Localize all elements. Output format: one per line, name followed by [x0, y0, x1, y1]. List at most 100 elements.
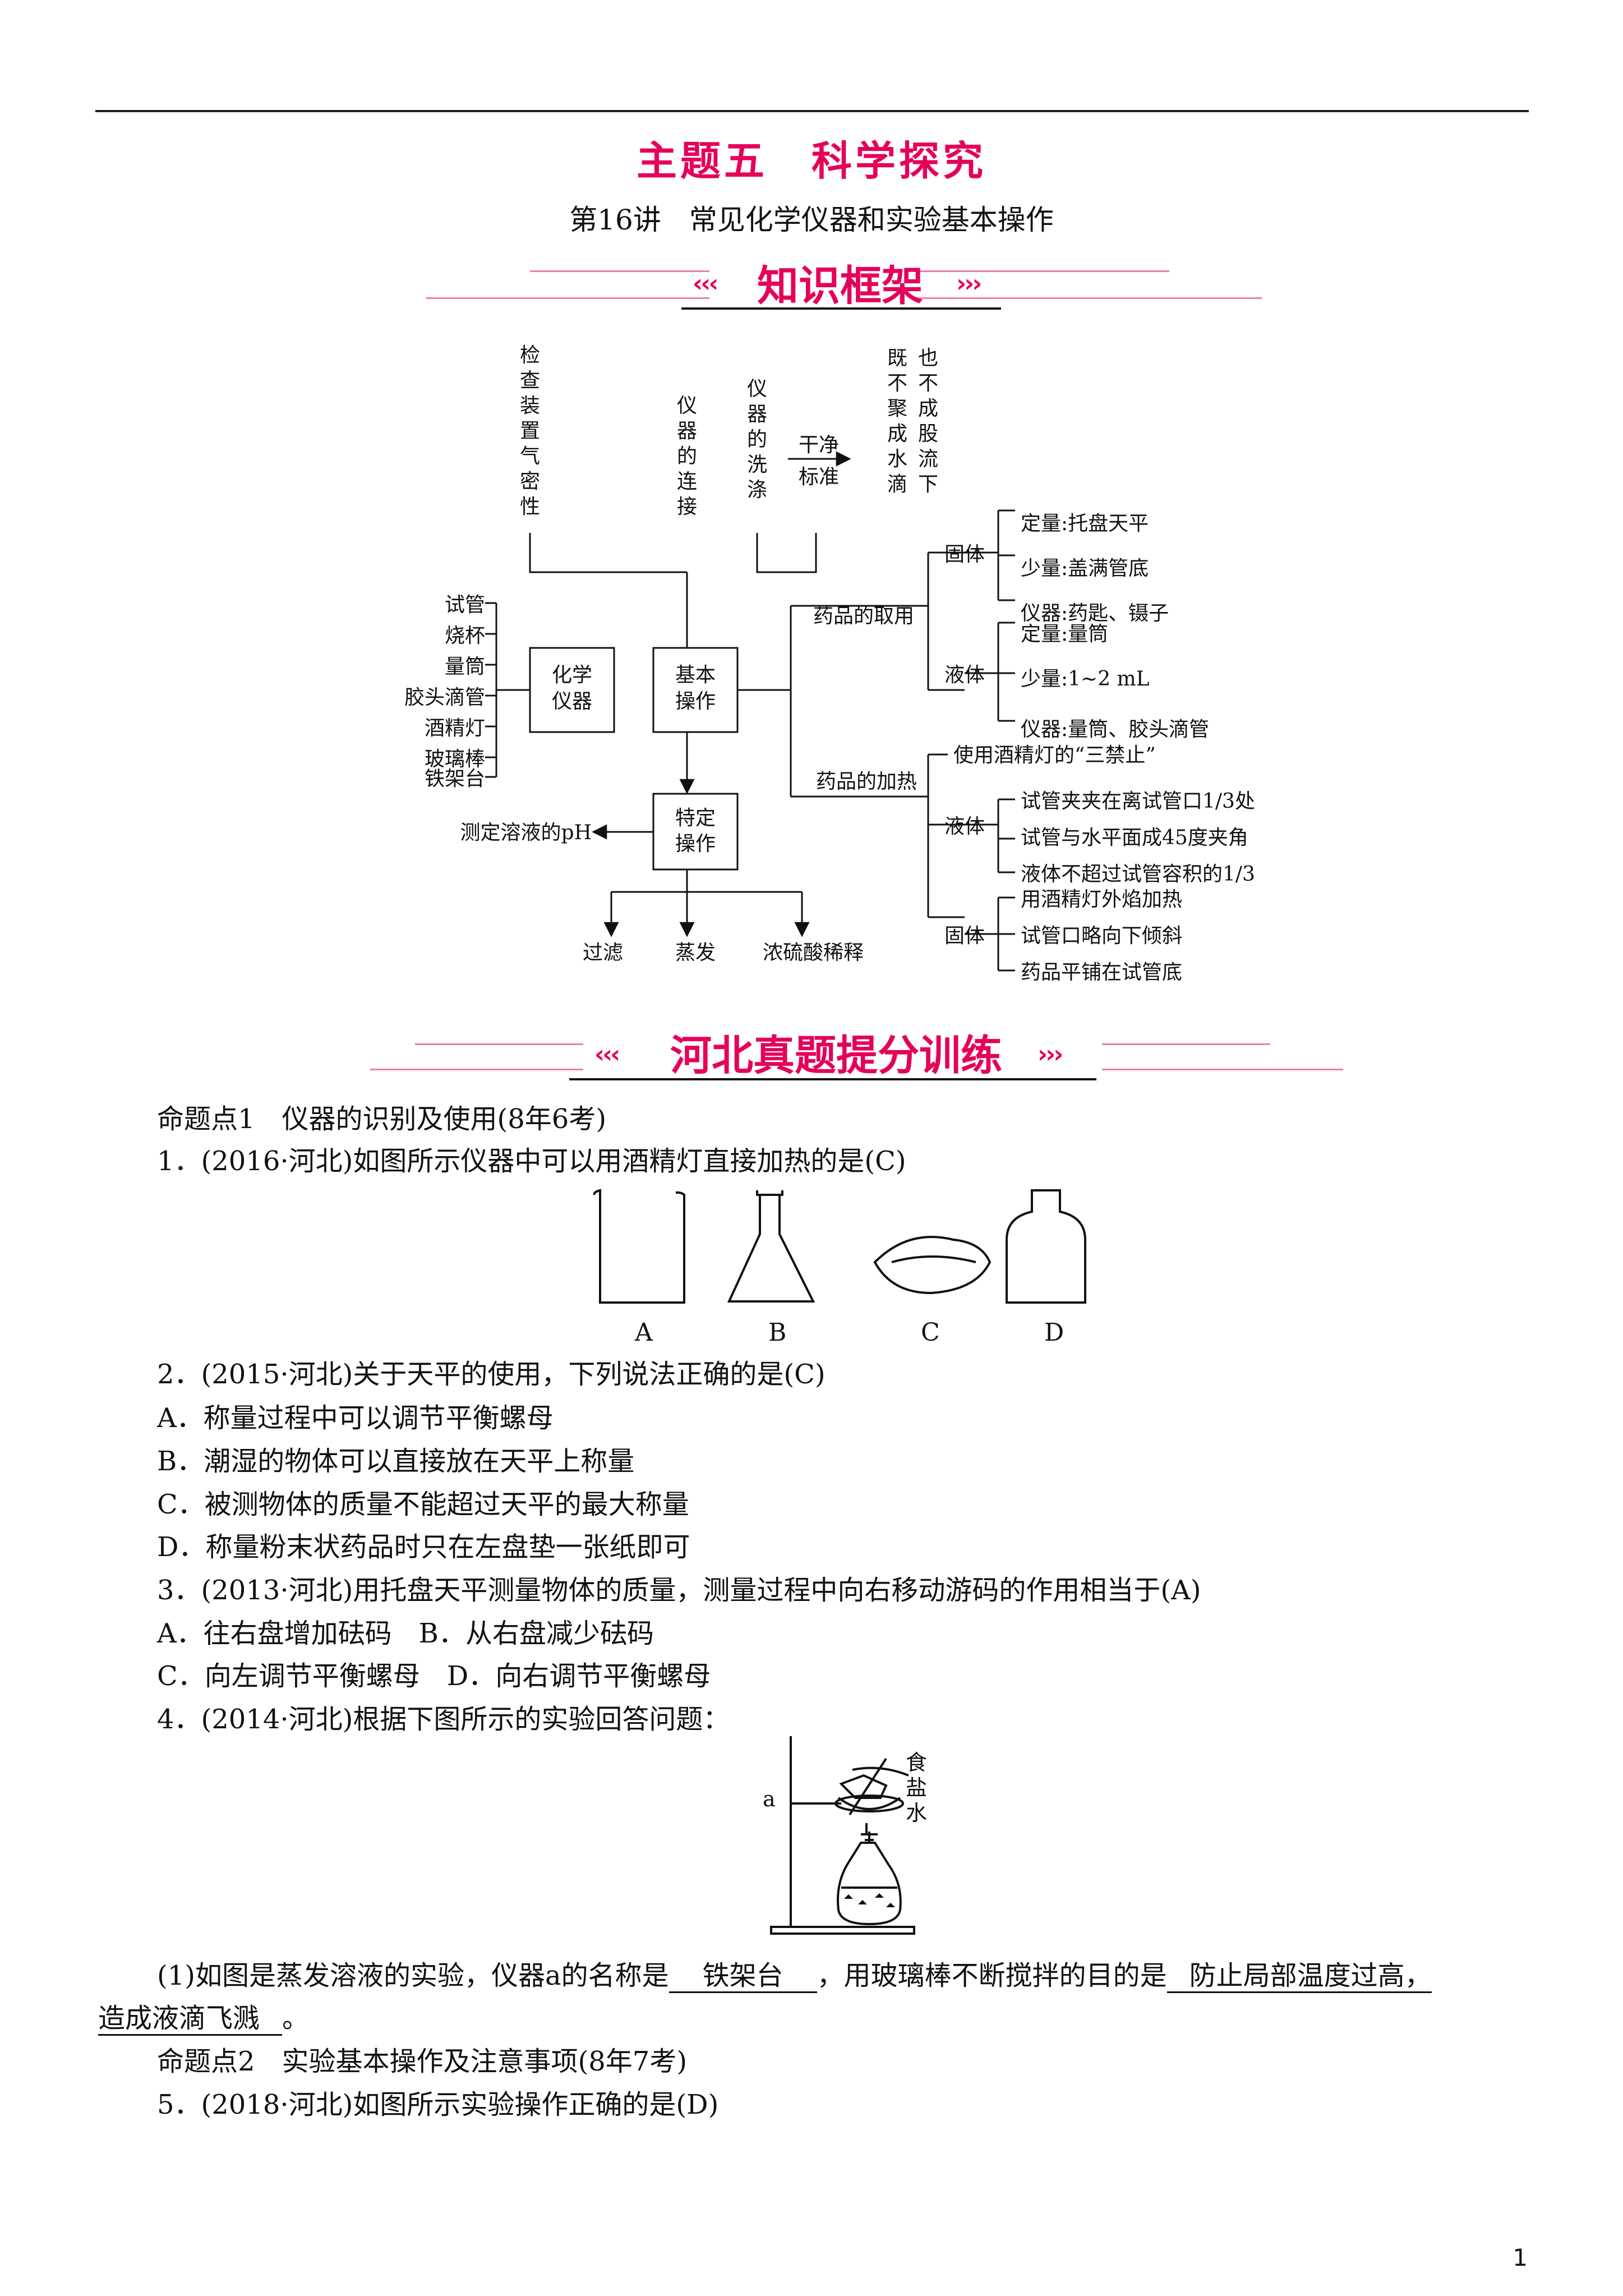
diagram-instrument-label: 铁架台 — [425, 767, 485, 790]
q4-label-salt-1: 食 — [906, 1750, 927, 1775]
diagram-heat-solid-item: 试管口略向下倾斜 — [1021, 924, 1182, 947]
q4-part1-text-a: (1)如图是蒸发溶液的实验，仪器a的名称是 — [157, 1960, 669, 1991]
diagram-result-char: 不 — [887, 372, 907, 395]
diagram-instrument-label: 量筒 — [445, 655, 485, 678]
diagram-liquid-label: 液体 — [944, 815, 985, 838]
diagram-check-airtight-char: 性 — [520, 495, 540, 518]
topic-point-2: 命题点2 实验基本操作及注意事项(8年7考) — [157, 2046, 688, 2077]
diagram-heat-liquid-item: 液体不超过试管容积的1/3 — [1021, 863, 1255, 886]
q2-option-c: C．被测物体的质量不能超过天平的最大称量 — [157, 1489, 689, 1520]
diagram-check-airtight-char: 检 — [520, 344, 540, 367]
q1-label-d: D — [1044, 1318, 1064, 1346]
diagram-filter-label: 过滤 — [583, 941, 623, 964]
diagram-check-airtight-char: 装 — [520, 394, 540, 417]
q1-apparatus-figure: A B C D — [593, 1189, 1086, 1346]
q4-part1-text-b: ，用玻璃棒不断搅拌的目的是 — [817, 1960, 1167, 1991]
diagram-result-char: 既 — [887, 347, 907, 370]
banner-title-2: 河北真题提分训练 — [670, 1032, 1002, 1080]
question-2: 2．(2015·河北)关于天平的使用，下列说法正确的是(C) — [157, 1359, 826, 1390]
right-chevrons-icon: ››› — [956, 269, 982, 298]
page-title: 主题五 科学探究 — [636, 137, 986, 185]
knowledge-diagram: 检查装置气密性仪器的连接仪器的洗涤干净标准既不聚成水滴也不成股流下试管烧杯量筒胶… — [404, 344, 1255, 984]
diagram-take-solid-item: 仪器:药匙、镊子 — [1021, 602, 1169, 625]
diagram-wash-char: 仪 — [747, 378, 767, 401]
diagram-result-char: 也 — [918, 347, 938, 370]
diagram-wash-char: 洗 — [747, 453, 767, 476]
q2-option-d: D．称量粉末状药品时只在左盘垫一张纸即可 — [157, 1531, 690, 1563]
diagram-take-solid-item: 定量:托盘天平 — [1021, 512, 1149, 535]
diagram-instrument-label: 试管 — [445, 593, 485, 616]
diagram-dilute-label: 浓硫酸稀释 — [763, 941, 864, 964]
right-chevrons-icon-2: ››› — [1038, 1040, 1063, 1069]
question-1: 1．(2016·河北)如图所示仪器中可以用酒精灯直接加热的是(C) — [157, 1145, 906, 1177]
diagram-connect-char: 器 — [677, 420, 697, 443]
diagram-heat-solid-item: 药品平铺在试管底 — [1021, 961, 1182, 984]
diagram-take-solid-item: 少量:盖满管底 — [1021, 557, 1149, 580]
q4-answer-2b: 造成液滴飞溅 — [98, 2003, 283, 2036]
question-4: 4．(2014·河北)根据下图所示的实验回答问题： — [157, 1704, 730, 1735]
page-number: 1 — [1513, 2244, 1528, 2271]
q1-label-b: B — [768, 1318, 786, 1346]
q4-evaporation-figure: a 食 盐 水 — [763, 1736, 927, 1935]
diagram-three-prohibitions: 使用酒精灯的“三禁止” — [953, 744, 1156, 767]
question-3: 3．(2013·河北)用托盘天平测量物体的质量，测量过程中向右移动游码的作用相当… — [157, 1575, 1201, 1606]
diagram-instrument-label: 烧杯 — [445, 624, 485, 647]
diagram-check-airtight-char: 密 — [520, 470, 540, 493]
diagram-check-airtight-char: 气 — [520, 445, 540, 468]
diagram-result-char: 水 — [887, 448, 907, 471]
diagram-heat-drugs: 药品的加热 — [816, 770, 917, 793]
diagram-result-char: 滴 — [887, 473, 907, 496]
left-chevrons-icon-2: ‹‹‹ — [594, 1040, 620, 1069]
diagram-connect-char: 的 — [677, 445, 697, 468]
diagram-take-liquid-item: 定量:量筒 — [1021, 623, 1108, 646]
q4-label-a: a — [763, 1787, 776, 1811]
diagram-heat-solid-item: 用酒精灯外焰加热 — [1021, 888, 1182, 911]
diagram-chem-instrument: 化学 — [552, 664, 592, 687]
diagram-basic-operation: 操作 — [675, 690, 716, 713]
diagram-take-liquid-item: 少量:1~2 mL — [1021, 668, 1150, 691]
q3-options-ab: A．往右盘增加砝码 B．从右盘减少砝码 — [157, 1618, 654, 1649]
q1-label-c: C — [921, 1318, 940, 1346]
diagram-wash-char: 涤 — [747, 478, 767, 501]
q1-label-a: A — [634, 1318, 653, 1346]
q4-end-mark: 。 — [282, 2003, 310, 2034]
diagram-special-operation: 特定 — [675, 807, 716, 830]
diagram-wash-char: 的 — [747, 428, 767, 451]
diagram-result-char: 成 — [918, 397, 938, 420]
diagram-result-char: 流 — [918, 448, 938, 471]
top-rule — [95, 110, 1529, 112]
diagram-connect-char: 接 — [677, 495, 697, 518]
q4-label-salt-3: 水 — [906, 1801, 927, 1825]
diagram-evaporate-label: 蒸发 — [675, 941, 716, 964]
diagram-take-drugs: 药品的取用 — [813, 605, 914, 628]
diagram-instrument-label: 酒精灯 — [425, 717, 485, 740]
diagram-solid-label: 固体 — [944, 924, 985, 947]
lesson-subtitle: 第16讲 常见化学仪器和实验基本操作 — [569, 204, 1054, 236]
q4-label-salt-2: 盐 — [906, 1775, 927, 1800]
diagram-wash-char: 器 — [747, 403, 767, 426]
diagram-ph-label: 测定溶液的pH — [460, 821, 592, 844]
banner-knowledge-framework: ‹‹‹ ››› 知识框架 — [0, 247, 1623, 314]
diagram-result-char: 不 — [918, 372, 938, 395]
diagram-result-char: 聚 — [887, 397, 907, 420]
diagram-heat-liquid-item: 试管夹夹在离试管口1/3处 — [1021, 790, 1255, 813]
diagram-heat-liquid-item: 试管与水平面成45度夹角 — [1021, 826, 1248, 849]
topic-point-1: 命题点1 仪器的识别及使用(8年6考) — [157, 1103, 607, 1135]
q4-answer-2a: 防止局部温度过高， — [1166, 1960, 1432, 1993]
diagram-liquid-label: 液体 — [944, 664, 985, 687]
q3-options-cd: C．向左调节平衡螺母 D．向右调节平衡螺母 — [157, 1660, 711, 1692]
q4-answer-1: 铁架台 — [668, 1960, 817, 1993]
banner-hebei-training: ‹‹‹ ››› 河北真题提分训练 — [0, 1015, 1623, 1083]
diagram-basic-operation: 基本 — [675, 664, 716, 687]
diagram-standard-label: 标准 — [799, 466, 839, 489]
diagram-connect-char: 仪 — [677, 394, 697, 417]
diagram-check-airtight-char: 查 — [520, 369, 540, 392]
left-chevrons-icon: ‹‹‹ — [693, 269, 718, 298]
question-5: 5．(2018·河北)如图所示实验操作正确的是(D) — [157, 2089, 719, 2120]
diagram-instrument-label: 胶头滴管 — [404, 686, 485, 709]
diagram-connect-char: 连 — [677, 470, 697, 493]
diagram-solid-label: 固体 — [944, 543, 985, 566]
q2-option-b: B．潮湿的物体可以直接放在天平上称量 — [157, 1446, 635, 1477]
diagram-take-liquid-item: 仪器:量筒、胶头滴管 — [1021, 718, 1209, 741]
banner-title: 知识框架 — [757, 262, 923, 310]
